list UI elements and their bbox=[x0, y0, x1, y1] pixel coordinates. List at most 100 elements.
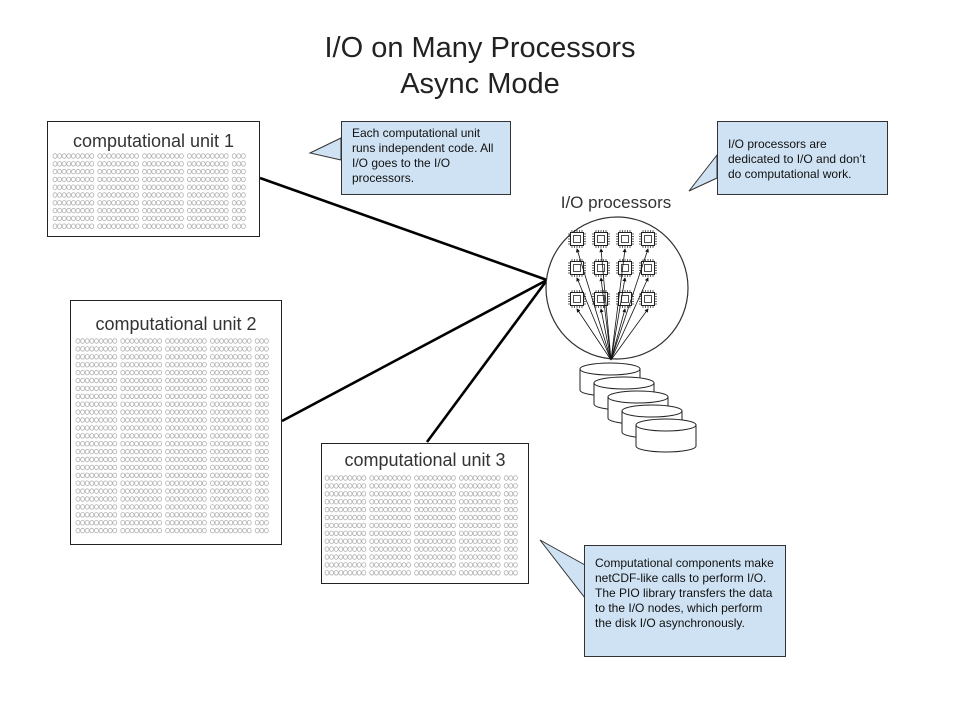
code-glyph bbox=[392, 475, 398, 481]
code-glyph bbox=[197, 401, 203, 407]
code-glyph bbox=[383, 562, 388, 568]
code-glyph bbox=[107, 377, 113, 384]
code-glyph bbox=[347, 506, 353, 513]
code-glyph bbox=[57, 184, 63, 190]
code-glyph bbox=[165, 456, 170, 463]
code-glyph bbox=[160, 184, 166, 190]
code-glyph bbox=[508, 570, 514, 576]
code-glyph bbox=[151, 176, 157, 183]
code-glyph bbox=[200, 176, 206, 183]
code-glyph bbox=[392, 499, 398, 505]
code-glyph bbox=[209, 488, 215, 494]
code-glyph bbox=[115, 153, 121, 159]
code-glyph bbox=[486, 554, 492, 560]
code-glyph bbox=[103, 401, 108, 407]
processor-chip-icon bbox=[616, 259, 634, 277]
code-glyph bbox=[481, 475, 487, 481]
code-glyph bbox=[406, 570, 411, 576]
code-glyph bbox=[197, 527, 203, 534]
code-glyph bbox=[486, 491, 492, 497]
code-glyph bbox=[70, 161, 76, 167]
code-glyph bbox=[333, 491, 339, 497]
code-glyph bbox=[178, 200, 184, 206]
code-glyph bbox=[512, 475, 518, 481]
code-glyph bbox=[112, 512, 118, 518]
code-glyph bbox=[134, 168, 139, 175]
code-glyph bbox=[397, 514, 402, 521]
code-glyph bbox=[263, 433, 269, 439]
code-glyph bbox=[240, 184, 246, 190]
processor-chips bbox=[568, 230, 657, 308]
code-glyph bbox=[192, 362, 198, 368]
code-glyph bbox=[75, 433, 81, 439]
code-glyph bbox=[209, 385, 215, 392]
code-glyph bbox=[468, 530, 474, 536]
code-glyph bbox=[378, 491, 384, 497]
code-glyph bbox=[441, 530, 447, 536]
code-glyph bbox=[80, 425, 86, 431]
code-glyph bbox=[503, 530, 509, 536]
code-glyph bbox=[508, 483, 514, 489]
code-glyph bbox=[369, 522, 375, 529]
code-glyph bbox=[219, 472, 225, 478]
code-glyph bbox=[129, 161, 135, 167]
code-glyph bbox=[143, 488, 149, 494]
code-glyph bbox=[495, 522, 501, 529]
code-glyph bbox=[52, 161, 58, 167]
code-glyph bbox=[93, 417, 99, 423]
code-glyph bbox=[232, 519, 238, 526]
code-glyph bbox=[401, 475, 407, 481]
code-glyph bbox=[165, 346, 170, 352]
code-glyph bbox=[196, 192, 202, 198]
code-glyph bbox=[201, 488, 207, 494]
code-glyph bbox=[143, 393, 149, 399]
code-glyph bbox=[232, 496, 238, 502]
code-glyph bbox=[418, 546, 424, 552]
code-glyph bbox=[89, 192, 95, 198]
code-glyph bbox=[138, 519, 144, 526]
code-glyph bbox=[192, 417, 198, 423]
code-glyph bbox=[179, 464, 184, 471]
code-glyph bbox=[214, 161, 220, 167]
code-glyph bbox=[134, 519, 139, 526]
code-glyph bbox=[219, 464, 225, 471]
code-glyph bbox=[188, 369, 193, 376]
code-glyph bbox=[246, 456, 252, 463]
code-glyph bbox=[228, 393, 234, 399]
code-glyph bbox=[347, 530, 353, 536]
code-glyph bbox=[369, 554, 375, 560]
code-glyph bbox=[134, 433, 139, 439]
code-glyph bbox=[80, 338, 86, 344]
code-glyph bbox=[333, 522, 339, 529]
code-glyph bbox=[152, 496, 158, 502]
code-glyph bbox=[80, 207, 85, 214]
code-glyph bbox=[205, 161, 211, 167]
connector-unit3 bbox=[425, 279, 549, 443]
code-glyph bbox=[165, 362, 170, 368]
code-glyph bbox=[254, 464, 260, 471]
code-glyph bbox=[246, 354, 252, 360]
code-glyph bbox=[242, 433, 248, 439]
code-glyph bbox=[481, 530, 487, 536]
code-glyph bbox=[240, 215, 246, 222]
code-glyph bbox=[179, 480, 184, 486]
code-glyph bbox=[107, 480, 113, 486]
processor-chip-icon bbox=[639, 230, 657, 248]
code-glyph bbox=[387, 546, 393, 552]
code-glyph bbox=[214, 433, 220, 439]
code-glyph bbox=[491, 546, 497, 552]
code-glyph bbox=[80, 504, 86, 510]
code-glyph bbox=[120, 200, 126, 206]
code-glyph bbox=[463, 499, 469, 505]
code-glyph bbox=[236, 161, 242, 167]
code-glyph bbox=[152, 440, 158, 447]
code-glyph bbox=[98, 488, 104, 494]
code-glyph bbox=[418, 522, 424, 529]
code-glyph bbox=[197, 354, 203, 360]
code-glyph bbox=[201, 496, 207, 502]
data-flow-arrow bbox=[599, 308, 612, 361]
code-glyph bbox=[347, 499, 353, 505]
code-glyph bbox=[138, 338, 144, 344]
code-glyph bbox=[432, 475, 438, 481]
code-glyph bbox=[219, 425, 225, 431]
